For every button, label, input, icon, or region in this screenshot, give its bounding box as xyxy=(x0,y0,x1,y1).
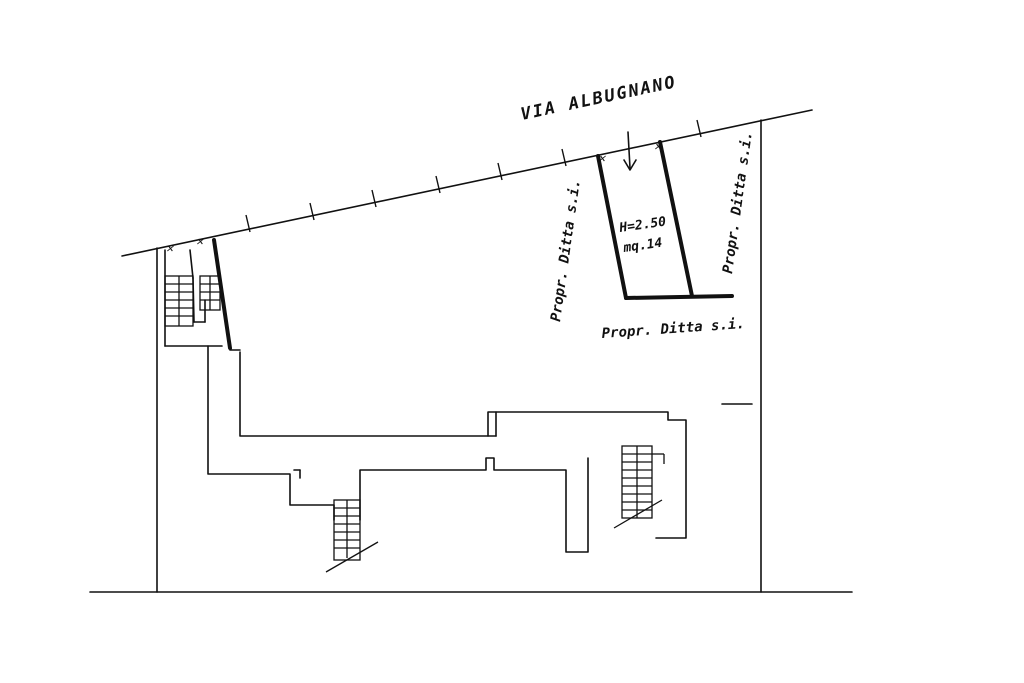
street-line xyxy=(121,109,813,257)
neighbor-bottom-label: Propr. Ditta s.i. xyxy=(601,316,745,342)
street-ticks xyxy=(245,119,702,233)
street-name-label: VIA ALBUGNANO xyxy=(519,72,679,125)
stair-bottom-center xyxy=(325,499,379,573)
svg-text:✕: ✕ xyxy=(196,234,204,248)
svg-text:✕: ✕ xyxy=(654,139,662,153)
garage-room: ✕ ✕ xyxy=(596,131,734,300)
stair-top-left xyxy=(164,275,221,327)
entrance-left: ✕ ✕ xyxy=(164,234,241,351)
neighbor-right-label: Propr. Ditta s.i. xyxy=(720,130,756,274)
room-area-label: mq.14 xyxy=(621,236,663,256)
building-outline xyxy=(207,345,753,553)
room-height-label: H=2.50 xyxy=(617,215,667,237)
stair-bottom-right xyxy=(613,445,665,529)
neighbor-left-label: Propr. Ditta s.i. xyxy=(548,178,584,322)
svg-text:✕: ✕ xyxy=(598,151,606,165)
svg-text:✕: ✕ xyxy=(166,241,174,255)
